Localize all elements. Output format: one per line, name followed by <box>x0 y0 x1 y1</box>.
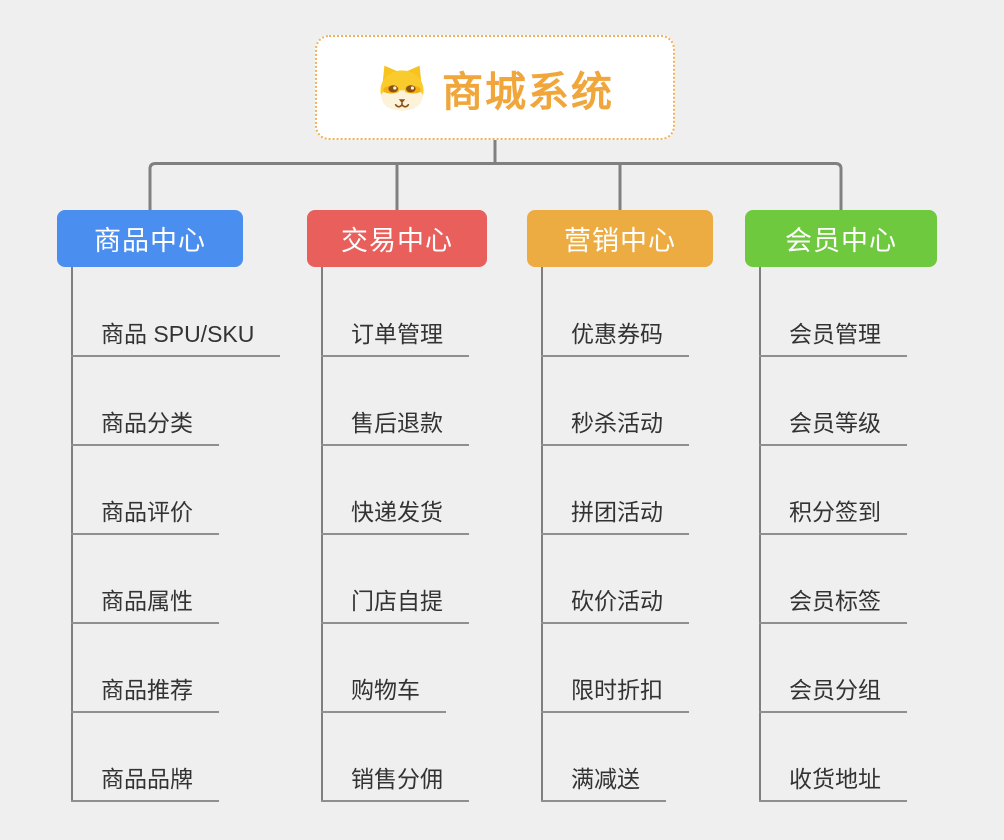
leaf-topic[interactable]: 商品评价 <box>71 498 219 535</box>
leaf-topic[interactable]: 商品品牌 <box>71 765 219 802</box>
leaf-topic[interactable]: 商品 SPU/SKU <box>71 320 281 357</box>
root-node[interactable]: 商城系统 <box>315 35 675 140</box>
leaf-topic[interactable]: 会员管理 <box>759 320 907 357</box>
root-title: 商城系统 <box>442 68 614 115</box>
dog-face-icon <box>380 65 424 110</box>
leaf-topic[interactable]: 会员标签 <box>759 587 907 624</box>
connector-lines <box>148 140 843 211</box>
branch-node-member[interactable]: 会员中心 <box>745 210 937 267</box>
leaf-topic[interactable]: 秒杀活动 <box>541 409 689 446</box>
leaf-topic[interactable]: 限时折扣 <box>541 676 689 713</box>
leaf-topic[interactable]: 收货地址 <box>759 765 907 802</box>
branch-rail-line <box>148 162 843 211</box>
branch-node-product[interactable]: 商品中心 <box>57 210 243 267</box>
branch-column-member: 会员中心 会员管理 会员等级 积分签到 会员标签 会员分组 收货地址 <box>745 210 937 802</box>
leaf-topic[interactable]: 拼团活动 <box>541 498 689 535</box>
leaf-topic[interactable]: 商品推荐 <box>71 676 219 713</box>
leaf-topic[interactable]: 砍价活动 <box>541 587 689 624</box>
tree-connectors <box>148 140 843 211</box>
leaf-topic[interactable]: 积分签到 <box>759 498 907 535</box>
leaf-topic[interactable]: 购物车 <box>321 676 446 713</box>
branch-node-marketing[interactable]: 营销中心 <box>527 210 713 267</box>
leaf-topic[interactable]: 会员分组 <box>759 676 907 713</box>
leaf-topic[interactable]: 商品属性 <box>71 587 219 624</box>
branch-column-marketing: 营销中心 优惠券码 秒杀活动 拼团活动 砍价活动 限时折扣 满减送 <box>527 210 713 802</box>
branch-node-trade[interactable]: 交易中心 <box>307 210 487 267</box>
leaf-topic[interactable]: 订单管理 <box>321 320 469 357</box>
leaf-topic[interactable]: 满减送 <box>541 765 666 802</box>
branch-column-trade: 交易中心 订单管理 售后退款 快递发货 门店自提 购物车 销售分佣 <box>307 210 487 802</box>
leaf-topic[interactable]: 快递发货 <box>321 498 469 535</box>
leaf-topic[interactable]: 销售分佣 <box>321 765 469 802</box>
leaf-topic[interactable]: 商品分类 <box>71 409 219 446</box>
leaf-topic[interactable]: 优惠券码 <box>541 320 689 357</box>
leaf-topic[interactable]: 门店自提 <box>321 587 469 624</box>
leaf-topic[interactable]: 售后退款 <box>321 409 469 446</box>
leaf-topic[interactable]: 会员等级 <box>759 409 907 446</box>
branch-column-product: 商品中心 商品 SPU/SKU 商品分类 商品评价 商品属性 商品推荐 商品品牌 <box>57 210 281 802</box>
